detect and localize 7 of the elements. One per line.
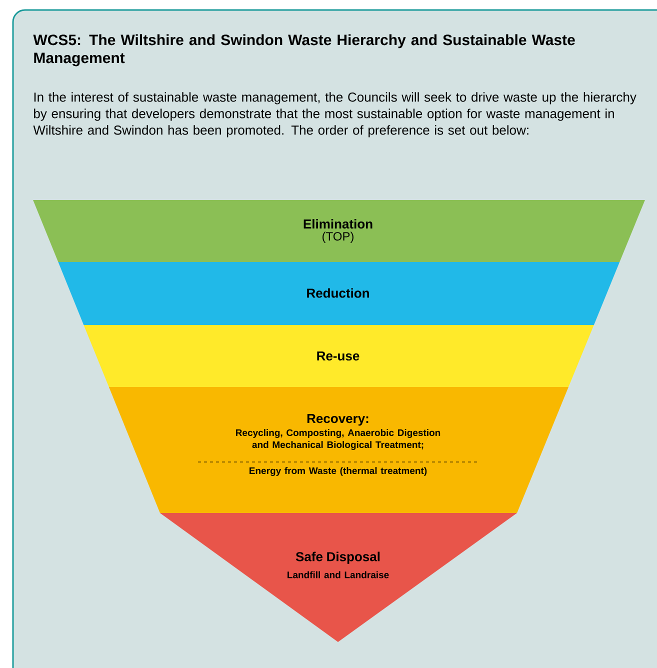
hierarchy-band: Reduction [58, 262, 620, 325]
hierarchy-band: Safe Disposal Landfill and Landraise [160, 513, 517, 642]
heading: WCS5: The Wiltshire and Swindon Waste Hierarchy and Sustainable Waste Management [33, 34, 575, 66]
hierarchy-band: Elimination (TOP) [33, 200, 645, 262]
hierarchy-band: Re-use [84, 325, 594, 387]
paragraph: In the interest of sustainable waste management, the Councils will seek to drive waste up the hierarchy by ensuring that developers demonstrate that the most sustainable option for waste management in Wiltshire and Swindon has been promoted. The order of preference is set out below: [33, 92, 636, 138]
hierarchy-band: Recovery: Recycling, Composting, Anaerobic Digestion and Mechanical Biological Treatment; Energy from Waste (thermal treatment) [108, 387, 568, 513]
